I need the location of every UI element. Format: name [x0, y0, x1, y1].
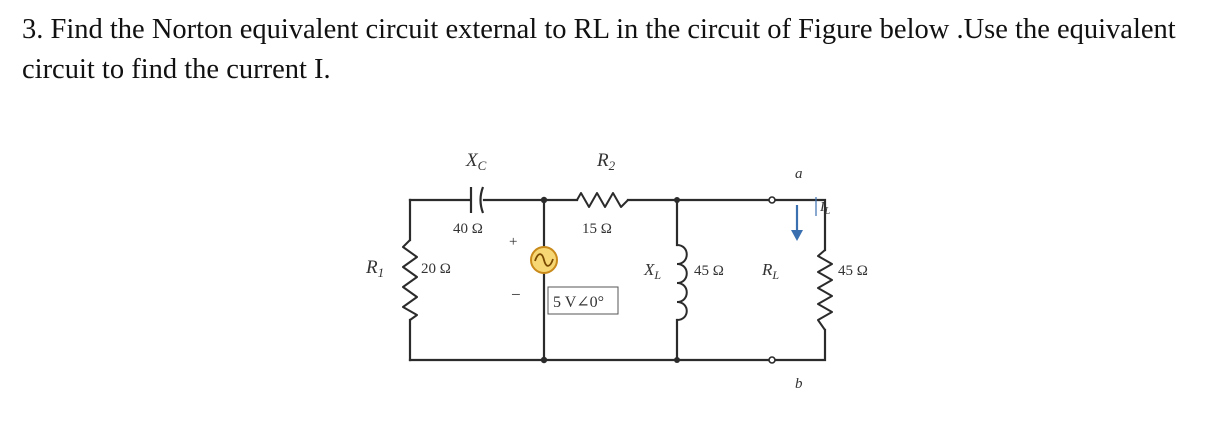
resistor-r2: [576, 192, 629, 208]
terminal-b-label: b: [795, 376, 803, 392]
terminal-a-label: a: [795, 166, 803, 182]
source-plus: +: [509, 234, 517, 250]
wire-bottom: [408, 328, 827, 362]
question-number: 3.: [22, 14, 44, 45]
r2-label: R2: [596, 150, 616, 173]
current-il-arrow: [791, 205, 803, 241]
terminal-a-node: [768, 196, 776, 204]
source-minus: −: [511, 285, 521, 304]
rl-label: RL: [761, 260, 779, 282]
xl-value: 45 Ω: [694, 263, 724, 279]
r1-value: 20 Ω: [421, 261, 451, 277]
xl-label: XL: [643, 260, 661, 282]
terminal-b-node: [768, 356, 776, 364]
capacitor-xc: [469, 186, 485, 214]
source-value-frame: [547, 286, 619, 315]
junction-dot: [674, 197, 680, 203]
resistor-rl: [817, 249, 833, 331]
wire-top-right: [773, 198, 827, 252]
xc-label: XC: [465, 150, 487, 173]
question-text: 3. Find the Norton equivalent circuit ex…: [22, 10, 1212, 90]
resistor-r1: [402, 239, 418, 321]
ac-voltage-source: [530, 246, 558, 274]
question-body: Find the Norton equivalent circuit exter…: [22, 14, 1176, 85]
junction-dot: [540, 356, 548, 364]
inductor-xl: [676, 244, 688, 321]
source-value: 5 V∠0°: [553, 294, 604, 311]
il-label: IL: [819, 200, 831, 217]
r2-value: 15 Ω: [582, 221, 612, 237]
junction-dot: [674, 357, 680, 363]
rl-value: 45 Ω: [838, 263, 868, 279]
r1-label: R1: [365, 257, 384, 280]
xc-value: 40 Ω: [453, 221, 483, 237]
junction-dot: [540, 196, 548, 204]
